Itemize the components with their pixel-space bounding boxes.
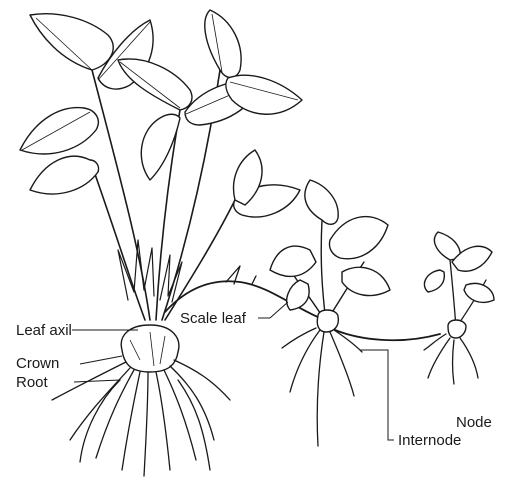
label-root: Root bbox=[16, 374, 49, 391]
daughter-plant-2 bbox=[424, 232, 494, 384]
label-crown: Crown bbox=[16, 355, 59, 372]
daughter-plant-1 bbox=[270, 180, 390, 446]
mother-roots bbox=[52, 360, 230, 476]
label-scale-leaf: Scale leaf bbox=[180, 310, 247, 327]
label-node: Node bbox=[456, 414, 492, 431]
label-leaf-axil: Leaf axil bbox=[16, 322, 72, 339]
label-internode: Internode bbox=[398, 432, 461, 449]
